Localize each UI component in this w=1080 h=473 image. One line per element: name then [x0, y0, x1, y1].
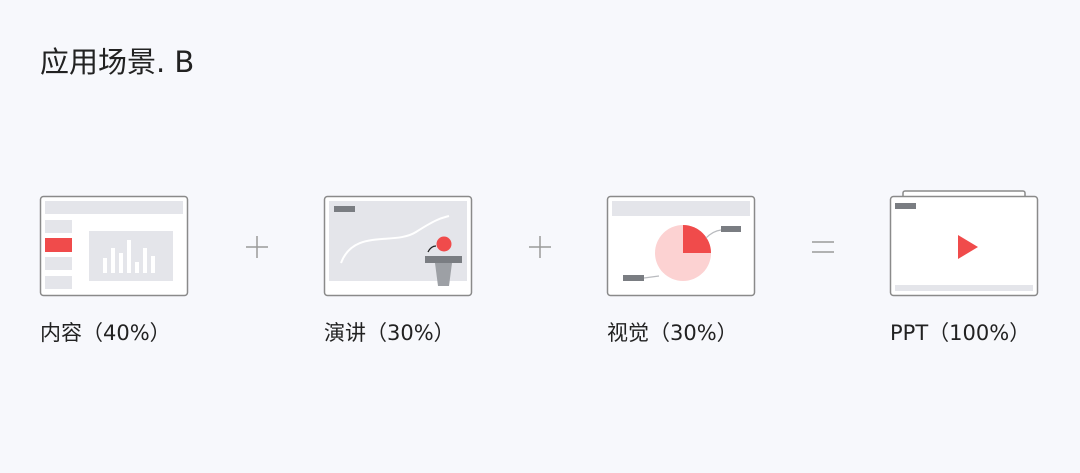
- plus-icon: [529, 236, 551, 258]
- speech-label: 演讲（30%）: [324, 321, 455, 345]
- plus-icon: [246, 236, 268, 258]
- content-window-icon: [39, 195, 189, 297]
- visual-label: 视觉（30%）: [607, 321, 738, 345]
- ppt-card: [889, 190, 1039, 297]
- content-card: [39, 195, 189, 297]
- page-title: 应用场景. B: [40, 45, 195, 79]
- ppt-label: PPT（100%）: [890, 321, 1031, 345]
- content-label: 内容（40%）: [40, 321, 171, 345]
- ppt-play-icon: [889, 190, 1039, 297]
- equals-icon: [812, 241, 834, 253]
- visual-card: [606, 195, 756, 297]
- speech-podium-icon: [323, 195, 473, 297]
- speech-card: [323, 195, 473, 297]
- visual-pie-icon: [606, 195, 756, 297]
